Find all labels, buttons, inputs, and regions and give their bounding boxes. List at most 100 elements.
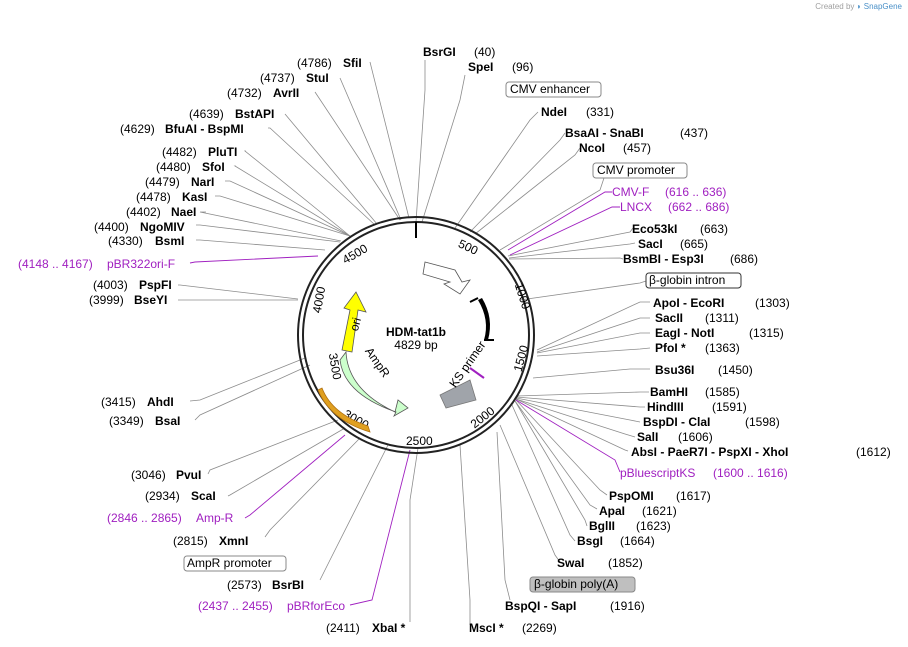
beta-globin-intron-label: β-globin intron [649,273,725,287]
primer-cmv-f-range: (616 .. 636) [665,185,726,199]
enzyme-bspqi-sapi-pos: (1916) [610,599,645,613]
enzyme-stui-pos: (4737) [260,71,295,85]
enzyme-apoi-ecori-name: ApoI - EcoRI [653,296,724,310]
enzyme-bspdi-clai-name: BspDI - ClaI [643,415,710,429]
enzyme-ndei-name: NdeI [541,105,567,119]
enzyme-avrii-name: AvrII [273,86,299,100]
enzyme-bamhi-pos: (1585) [705,385,740,399]
attribution-prefix: Created by [815,2,855,11]
enzyme-ahdi-name: AhdI [147,395,174,409]
snapgene-logo-icon: ◗ [856,2,862,11]
attribution-brand: SnapGene [863,2,902,11]
backbone-outer [297,216,535,454]
enzyme-ndei-pos: (331) [586,105,614,119]
cmv-promoter-label: CMV promoter [597,163,675,177]
enzyme-eco53ki-pos: (663) [700,222,728,236]
enzyme-apai-name: ApaI [599,504,625,518]
enzyme-bspqi-sapi-name: BspQI - SapI [505,599,576,613]
enzyme-pluti-pos: (4482) [162,145,197,159]
enzyme-sfii-pos: (4786) [297,56,332,70]
enzyme-labels-right: BsrGI (40) SpeI (96) NdeI (331) BsaAI - … [423,45,891,635]
ampr-promoter-label: AmpR promoter [187,556,272,570]
enzyme-sfoi-pos: (4480) [156,160,191,174]
enzyme-pvui-name: PvuI [176,468,201,482]
beta-globin-polya-shape [439,379,477,409]
primer-pbr322ori-f-range: (4148 .. 4167) [18,257,93,271]
enzyme-labels-left: (2411) XbaI * (2573) BsrBI (2815) XmnI (… [89,56,406,635]
enzyme-avrii-pos: (4732) [227,86,262,100]
beta-globin-polya-label: β-globin poly(A) [534,577,618,591]
attribution: Created by ◗ SnapGene [815,2,902,11]
enzyme-scai-name: ScaI [191,489,216,503]
tick-4500: 4500 [340,241,370,267]
enzyme-bsrgi-name: BsrGI [423,45,456,59]
enzyme-spei-name: SpeI [468,60,493,74]
plasmid-name: HDM-tat1b [386,325,446,339]
enzyme-pspomi-name: PspOMI [609,489,654,503]
enzyme-sfoi-name: SfoI [202,160,225,174]
enzyme-xbai-name: XbaI * [372,621,406,635]
primer-pbrforeco-range: (2437 .. 2455) [198,599,273,613]
enzyme-bamhi-name: BamHI [650,385,688,399]
enzyme-saci-name: SacI [638,237,663,251]
enzyme-hindiii-name: HindIII [647,400,684,414]
enzyme-bsgi-pos: (1664) [620,534,655,548]
enzyme-bsrbi-name: BsrBI [272,578,304,592]
enzyme-sali-pos: (1606) [678,430,713,444]
enzyme-eco53ki-name: Eco53kI [632,222,677,236]
enzyme-ngomiv-pos: (4400) [94,220,129,234]
enzyme-kasi-pos: (4478) [136,190,171,204]
cmv-promoter-box [592,162,688,179]
enzyme-absi-xhoi-name: AbsI - PaeR7I - PspXI - XhoI [631,445,788,459]
ampr-arrow [339,350,409,418]
primer-lncx-name: LNCX [620,200,652,214]
ampr-promoter-arc [317,387,371,433]
enzyme-kasi-name: KasI [182,190,207,204]
enzyme-bsrbi-pos: (2573) [227,578,262,592]
enzyme-ncoi-name: NcoI [579,141,605,155]
enzyme-bsmi-name: BsmI [155,234,184,248]
enzyme-pfoi-name: PfoI * [655,341,686,355]
enzyme-bfuai-bspmi-name: BfuAI - BspMI [165,122,244,136]
enzyme-bsu36i-name: Bsu36I [655,363,694,377]
cmv-enhancer-label: CMV enhancer [510,82,590,96]
enzyme-msci-name: MscI * [469,621,504,635]
primer-cmv-f-name: CMV-F [612,185,649,199]
enzyme-bglii-name: BglII [589,519,615,533]
enzyme-xmni-pos: (2815) [173,534,208,548]
enzyme-bsrgi-pos: (40) [474,45,495,59]
enzyme-sfii-name: SfiI [343,56,362,70]
enzyme-bglii-pos: (1623) [636,519,671,533]
leader-lines [178,60,651,625]
enzyme-bfuai-bspmi-pos: (4629) [120,122,155,136]
enzyme-pvui-pos: (3046) [131,468,166,482]
tick-2500: 2500 [406,434,433,448]
enzyme-pspfi-pos: (4003) [93,278,128,292]
enzyme-bsgi-name: BsgI [577,534,603,548]
primer-leader-lines [189,191,621,606]
primer-lncx-range: (662 .. 686) [668,200,729,214]
intron-cap-top [469,297,479,303]
primer-pbrforeco-name: pBRforEco [287,599,345,613]
enzyme-bsmbi-esp3i-name: BsmBI - Esp3I [623,252,704,266]
enzyme-bsmbi-esp3i-pos: (686) [730,252,758,266]
enzyme-scai-pos: (2934) [145,489,180,503]
enzyme-bstapi-pos: (4639) [189,107,224,121]
enzyme-bstapi-name: BstAPI [235,107,274,121]
tick-1000: 1000 [512,281,534,311]
enzyme-bsai-name: BsaI [155,414,180,428]
enzyme-spei-pos: (96) [512,60,533,74]
enzyme-naei-pos: (4402) [126,205,161,219]
enzyme-sacii-name: SacII [655,311,683,325]
enzyme-apai-pos: (1621) [642,504,677,518]
beta-globin-intron-bar [478,298,490,340]
enzyme-ahdi-pos: (3415) [101,395,136,409]
beta-globin-polya-box [529,576,636,593]
primer-pbluescriptks-name: pBluescriptKS [620,466,695,480]
enzyme-bspdi-clai-pos: (1598) [745,415,780,429]
enzyme-pluti-name: PluTI [208,145,237,159]
boxed-features: CMV enhancer CMV promoter β-globin intro… [183,81,742,593]
enzyme-hindiii-pos: (1591) [712,400,747,414]
enzyme-bseyi-pos: (3999) [89,293,124,307]
